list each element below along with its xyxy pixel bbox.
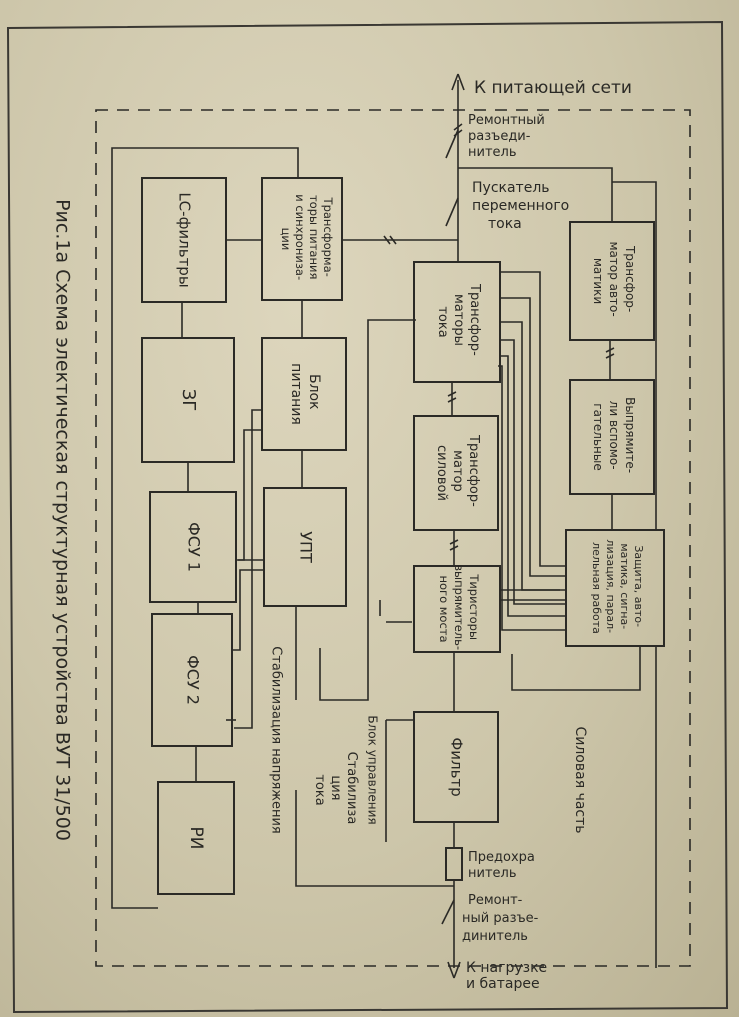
repair-switch-top-label: Ремонтный разъеди- нитель [468,113,549,160]
aux-rectifiers-label: Выпрямите- ли вспомо- гательные [591,397,637,477]
sheet-border [6,20,729,1014]
current-transformers-label: Трансфор- маторы тока [435,283,482,360]
thyristors-label: Тиристоры выпрямитель- ного моста [437,564,481,653]
power-supply-label: Блок питания [288,363,322,425]
zg-box [141,337,235,463]
upt-box [263,487,347,607]
power-supply-box [261,337,347,451]
thyristors-box [413,565,501,653]
ri-box [157,781,235,895]
control-unit-label: Блок управления [366,715,380,824]
voltage-stab-label: Стабилизация напряжения [269,646,284,833]
aux-rectifiers-box [569,379,655,495]
to-grid-label: К питающей сети [474,78,632,98]
fsu2-label: ФСУ 2 [184,655,203,705]
fuse-symbol [445,847,463,881]
current-stab-label: Стабилиза ция тока [312,752,359,829]
filter-label: Фильтр [448,737,466,796]
protection-label: Защита, авто- матика, сигна- лизация, па… [590,539,645,636]
to-load-label: К нагрузке и батарее [466,960,552,992]
device-enclosure [95,109,691,967]
fsu2-box [151,613,233,747]
sync-transformers-box [261,177,343,301]
zg-label: ЗГ [178,389,199,412]
power-transformer-box [413,415,499,531]
figure-title: Рис.1а Схема электическая структурная ус… [52,199,74,841]
fsu1-label: ФСУ 1 [185,522,204,572]
upt-label: УПТ [297,531,316,563]
sync-transformers-label: Трансформа- торы питания и синхрониза- ц… [279,194,335,284]
fsu1-box [149,491,237,603]
power-transformer-label: Трансфор- матор силовой [434,434,481,511]
protection-box [565,529,665,647]
ac-starter-label: Пускатель переменного тока [472,180,574,232]
fuse-label: Предохра нитель [468,850,539,881]
lc-filters-box [141,177,227,303]
wiring [111,73,657,979]
ri-label: РИ [186,827,206,850]
lc-filters-label: LC-фильтры [176,192,194,287]
repair-switch-bottom-label: Ремонт- ный разъе- динитель [462,893,543,944]
automation-transformer-label: Трансфор- матор авто- матики [591,241,637,320]
filter-box [413,711,499,823]
current-transformers-box [413,261,501,383]
power-part-label: Силовая часть [572,726,588,833]
automation-transformer-box [569,221,655,341]
